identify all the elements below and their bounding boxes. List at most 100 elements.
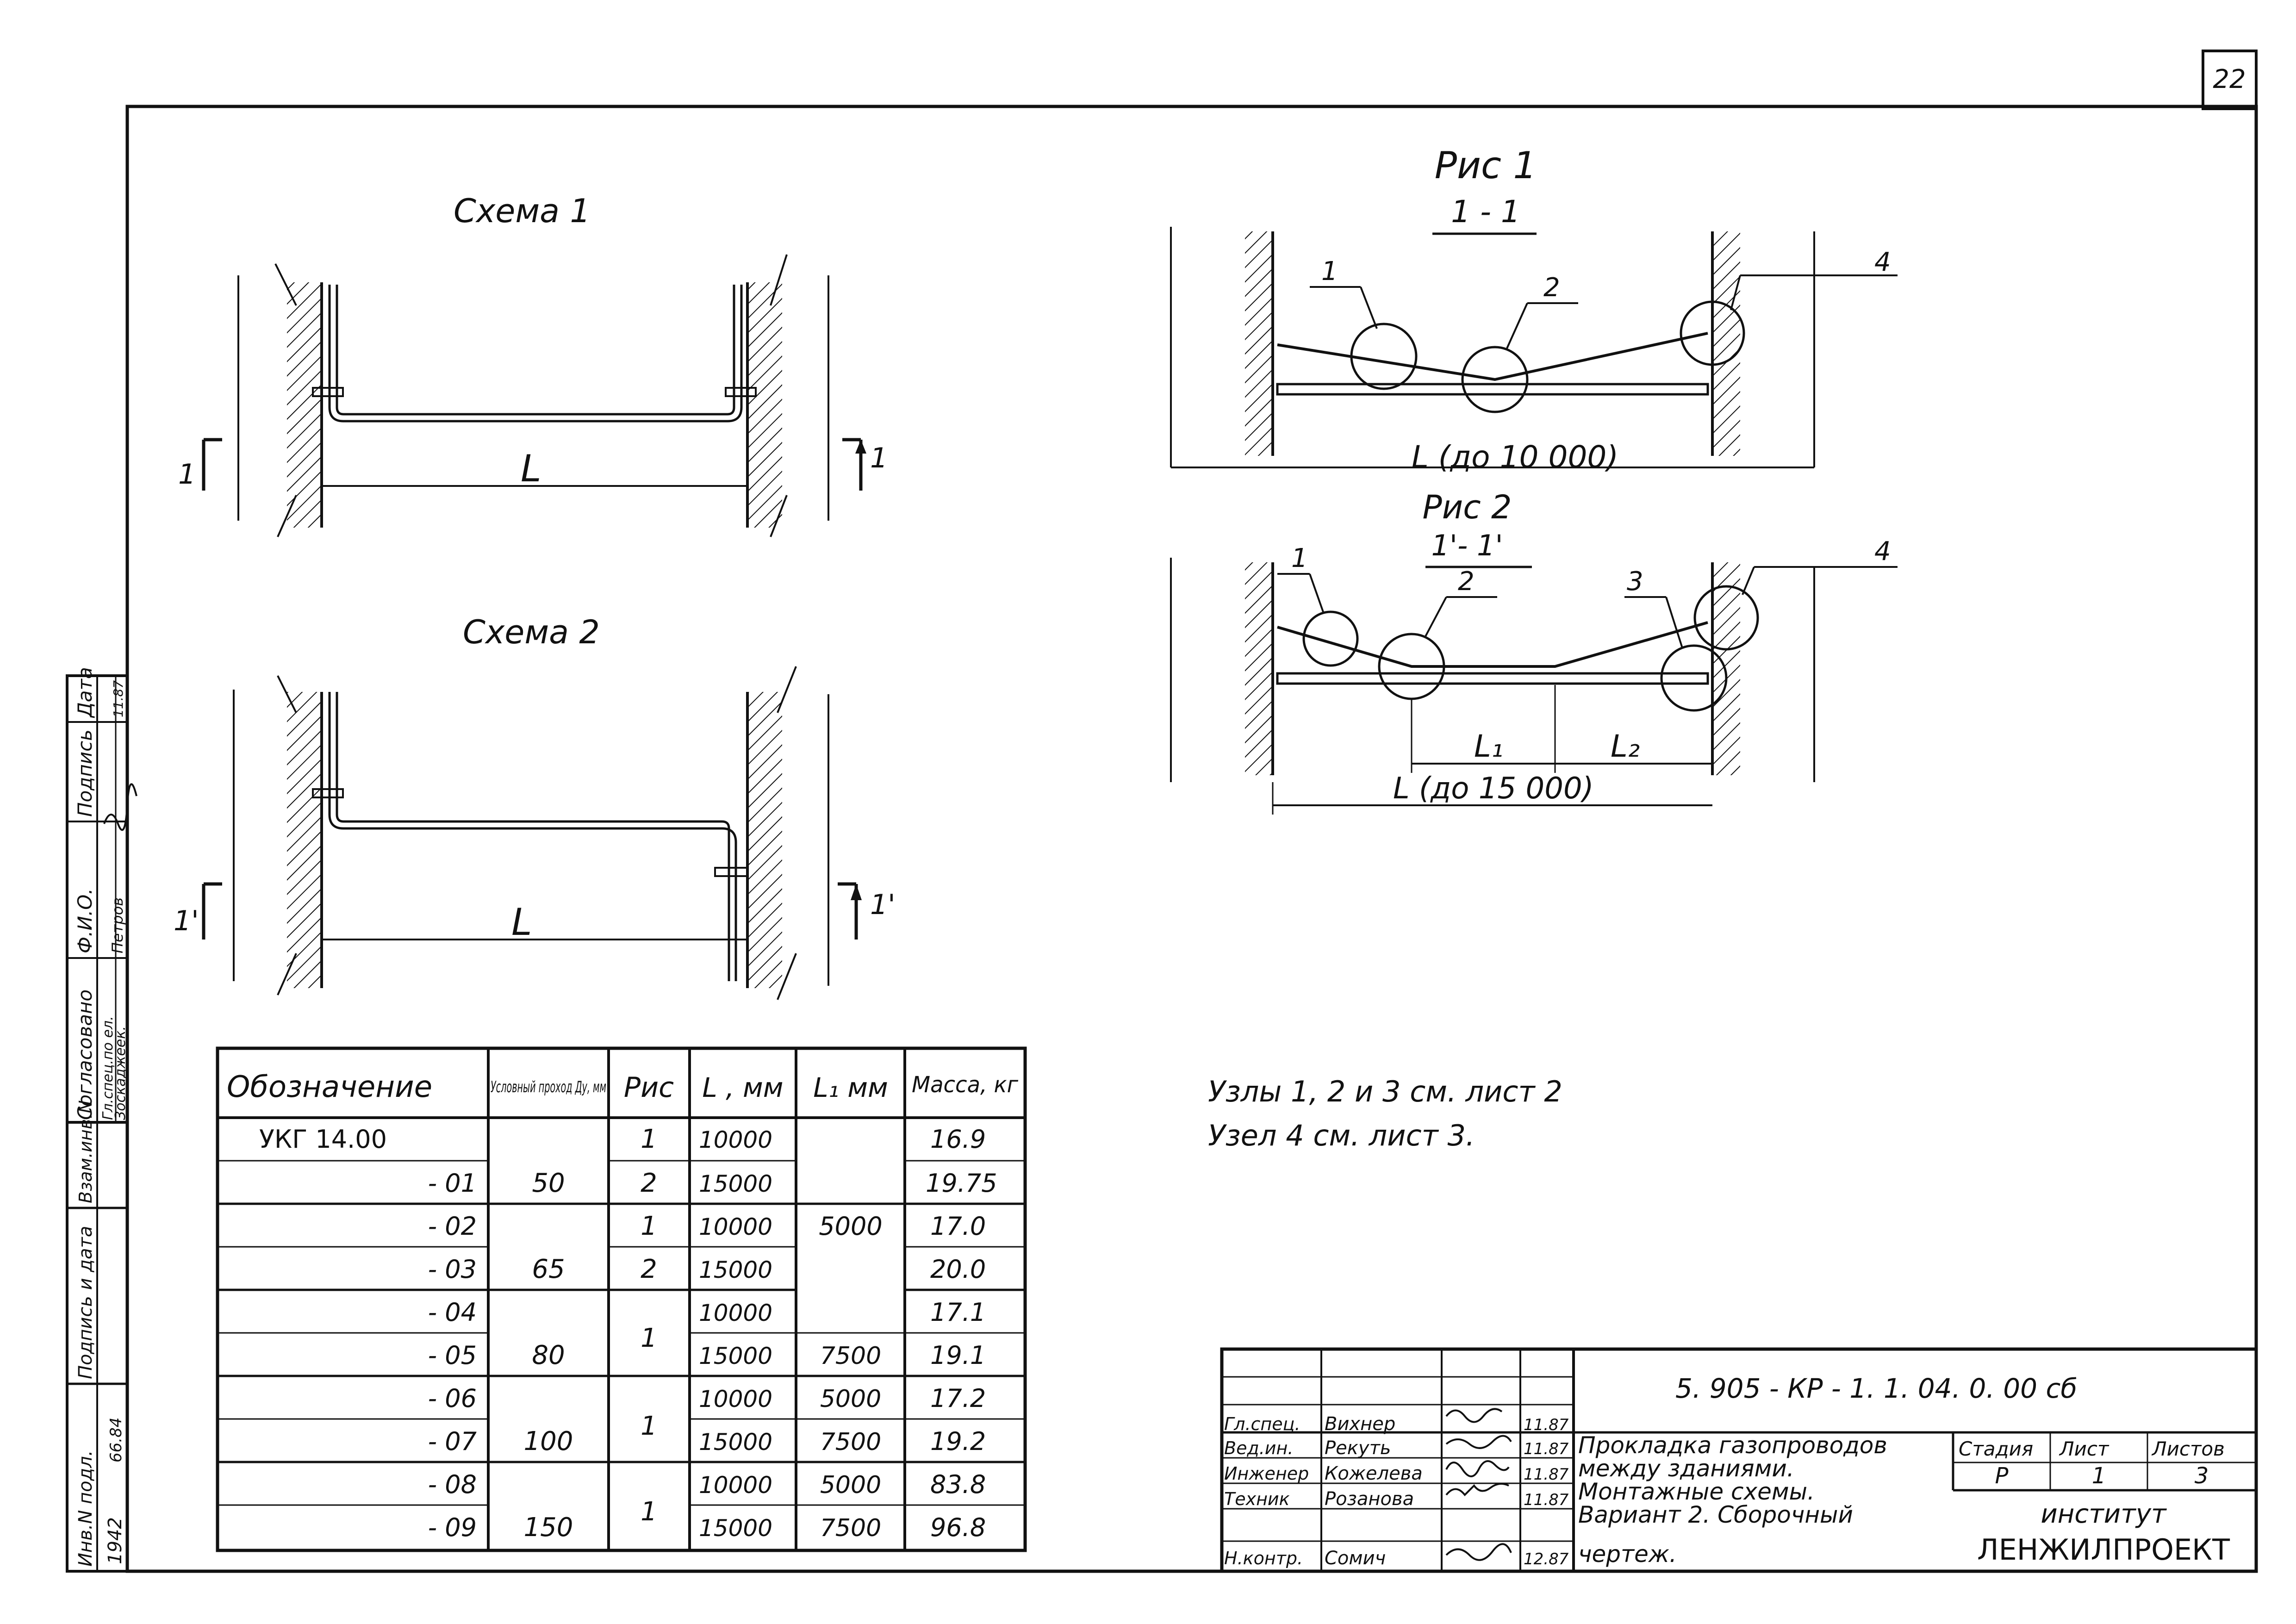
row-mass: 96.8	[930, 1513, 986, 1542]
fig2-section: 1'- 1'	[1431, 529, 1503, 562]
row-l: 15000	[699, 1429, 772, 1456]
row-l: 15000	[699, 1170, 772, 1197]
note-2: Узел 4 см. лист 3.	[1208, 1119, 1475, 1152]
fig1-title: Рис 1	[1435, 144, 1537, 187]
row-mass: 20.0	[930, 1255, 986, 1284]
row-mass: 17.0	[930, 1212, 986, 1241]
row-mass: 17.1	[930, 1298, 986, 1327]
sheets-label: Листов	[2151, 1437, 2225, 1460]
fig1-dim: L (до 10 000)	[1412, 439, 1618, 475]
spec-table-text: Обозначение Условный проход Ду, мм Рис L…	[227, 1070, 1019, 1543]
figure-2: Рис 2 1'- 1' 1 2 3 4 L₁	[1170, 488, 1898, 815]
row-fig: 1	[641, 1497, 657, 1527]
figure-1: Рис 1 1 - 1 1 2 4 L (до 10 000)	[1170, 144, 1898, 475]
scheme-2-title: Схема 2	[463, 613, 600, 651]
dim-label: L	[521, 447, 541, 490]
signer-role: Инженер	[1224, 1463, 1309, 1484]
pipe	[1277, 621, 1708, 668]
row-mass: 19.1	[930, 1341, 986, 1370]
pipe-clamp	[312, 788, 344, 798]
row-l: 10000	[699, 1472, 772, 1499]
node-4-circle	[1680, 300, 1745, 366]
callout-4: 4	[1874, 536, 1891, 566]
inv-label: Подпись и дата	[75, 1226, 96, 1379]
pipe	[328, 692, 737, 981]
stage-value: Р	[1995, 1463, 2009, 1489]
signer-role: Вед.ин.	[1224, 1438, 1293, 1458]
signer-name: Сомич	[1325, 1548, 1386, 1569]
callout-1: 1	[1321, 256, 1338, 286]
row-designation: - 02	[428, 1212, 477, 1241]
callout-4: 4	[1874, 247, 1891, 277]
note-1: Узлы 1, 2 и 3 см. лист 2	[1208, 1075, 1562, 1108]
inv-number: 1942	[105, 1517, 126, 1564]
row-fig: 1	[641, 1124, 657, 1154]
section-mark-left: 1	[178, 458, 196, 491]
scheme-1: Схема 1 L 1 1	[178, 192, 888, 537]
title-line: между зданиями.	[1578, 1455, 1794, 1482]
signature	[103, 783, 137, 831]
row-fig: 1	[641, 1411, 657, 1441]
inv-label: Инв.N подл.	[75, 1450, 96, 1567]
row-designation: - 06	[428, 1384, 477, 1413]
fig2-title: Рис 2	[1423, 488, 1512, 526]
scheme-1-title: Схема 1	[454, 192, 591, 230]
approved-line: Зоскаджеек.	[112, 1026, 129, 1120]
row-l: 15000	[699, 1257, 772, 1283]
section-mark-right: 1'	[870, 889, 896, 921]
fig1-section: 1 - 1	[1451, 194, 1520, 230]
signer-date: 12.87	[1524, 1550, 1569, 1568]
row-designation: - 01	[428, 1169, 477, 1198]
row-mass: 83.8	[930, 1470, 986, 1499]
row-l: 15000	[699, 1343, 772, 1369]
stamp-date: 11.87	[111, 680, 126, 717]
row-l1: 7500	[820, 1342, 881, 1370]
stamp-header: Подпись	[74, 729, 96, 817]
signer-name: Розанова	[1325, 1488, 1414, 1510]
node-3-circle	[1660, 644, 1728, 712]
row-fig: 1	[641, 1323, 657, 1353]
signer-role: Гл.спец.	[1224, 1414, 1300, 1434]
signature	[1445, 1543, 1512, 1561]
row-l: 10000	[699, 1126, 772, 1153]
scheme-2: Схема 2 L 1' 1'	[174, 613, 896, 1000]
sheet-label: Лист	[2059, 1437, 2109, 1460]
row-du: 100	[524, 1426, 573, 1456]
fig2-dim: L (до 15 000)	[1393, 772, 1594, 806]
row-designation: - 04	[428, 1298, 477, 1327]
signer-name: Кожелева	[1325, 1463, 1423, 1484]
row-l1: 7500	[820, 1514, 881, 1542]
signature	[1445, 1483, 1509, 1496]
row-du: 50	[532, 1168, 565, 1198]
callout-2: 2	[1543, 273, 1560, 303]
row-l1: 7500	[820, 1428, 881, 1456]
signature	[1445, 1460, 1510, 1477]
stage-label: Стадия	[1959, 1437, 2033, 1460]
node-4-circle	[1693, 585, 1759, 651]
row-l1: 5000	[820, 1471, 881, 1499]
sheets-value: 3	[2195, 1463, 2209, 1489]
row-mass: 19.2	[930, 1427, 986, 1456]
signer-name: Рекуть	[1325, 1437, 1391, 1459]
row-mass: 19.75	[926, 1169, 997, 1198]
sheet-value: 1	[2092, 1463, 2106, 1489]
row-l: 10000	[699, 1386, 772, 1412]
node-2-circle	[1461, 346, 1529, 413]
left-stamp	[66, 674, 129, 1573]
node-1-circle	[1350, 323, 1418, 390]
inv-label: Взам.инв.N	[75, 1100, 96, 1203]
section-mark-left: 1'	[174, 905, 199, 937]
inv-date: 66.84	[107, 1418, 125, 1462]
stamp-header: Дата	[74, 667, 96, 718]
left-wall	[287, 692, 322, 988]
pipe-clamp	[312, 387, 344, 397]
row-fig: 2	[641, 1168, 657, 1198]
pipe	[328, 285, 743, 423]
row-l: 10000	[699, 1300, 772, 1326]
header-l: L , мм	[702, 1072, 783, 1103]
title-line: Монтажные схемы.	[1578, 1478, 1815, 1505]
signature	[1445, 1435, 1512, 1449]
callout-3: 3	[1627, 566, 1643, 597]
section-mark-right: 1	[870, 442, 888, 474]
sheet-number: 22	[2213, 64, 2246, 94]
